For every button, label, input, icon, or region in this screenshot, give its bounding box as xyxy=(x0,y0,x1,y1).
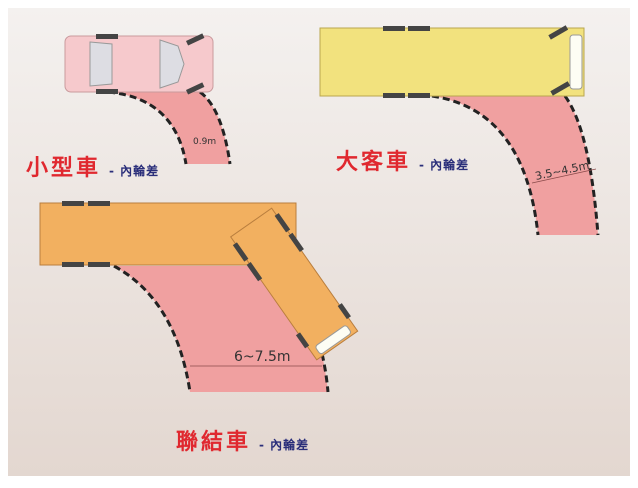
small-car-sweep-area xyxy=(108,92,230,164)
semi-measure: 6~7.5m xyxy=(234,349,291,365)
bus-wheel xyxy=(550,81,571,96)
bus-title: 大客車 - 內輪差 xyxy=(336,144,469,176)
semi-group: 6~7.5m xyxy=(39,201,359,393)
bus-name: 大客車 xyxy=(336,150,412,175)
bus-wheel xyxy=(383,93,405,98)
semi-front-wheel-path xyxy=(260,236,330,393)
semi-tractor-wheel xyxy=(274,213,291,233)
semi-name: 聯結車 xyxy=(176,430,252,455)
small-car-title: 小型車 - 內輪差 xyxy=(26,150,159,182)
bus-windshield xyxy=(569,34,583,90)
bus-subtitle: - 內輪差 xyxy=(419,158,470,172)
small-car-rear-window xyxy=(89,41,113,87)
bus-wheel xyxy=(548,25,569,40)
small-car-wheel xyxy=(185,82,205,95)
small-car-rear-wheel-path xyxy=(107,90,188,165)
small-car-subtitle: - 內輪差 xyxy=(109,164,160,178)
bus-wheel xyxy=(383,26,405,31)
semi-tractor-wheel xyxy=(232,242,249,262)
semi-trailer-wheel xyxy=(62,262,84,267)
semi-tractor-wheel xyxy=(246,261,263,282)
bus-body xyxy=(319,27,585,97)
semi-title: 聯結車 - 內輪差 xyxy=(176,424,309,456)
small-car-measure: 0.9m xyxy=(193,137,216,147)
semi-tractor-body xyxy=(230,207,359,361)
small-car-wheel xyxy=(96,34,118,39)
small-car-name: 小型車 xyxy=(26,156,102,181)
semi-tractor-wheel xyxy=(337,303,351,320)
small-car-front-wheel-path xyxy=(199,90,232,165)
bus-group: 3.5~4.5m xyxy=(319,25,600,236)
bus-rear-wheel-path xyxy=(431,94,540,236)
semi-rear-wheel-path xyxy=(113,264,192,393)
bus-measure-line xyxy=(531,168,597,184)
semi-tractor xyxy=(230,207,359,361)
bus-front-wheel-path xyxy=(563,95,600,236)
small-car-wheel xyxy=(185,33,205,46)
semi-trailer-wheel xyxy=(88,201,110,206)
semi-tractor-wheel xyxy=(288,232,304,252)
bus-wheel xyxy=(408,26,430,31)
semi-tractor-windshield xyxy=(315,325,351,355)
small-car-body xyxy=(64,35,214,93)
semi-subtitle: - 內輪差 xyxy=(259,438,310,452)
semi-tractor-wheel xyxy=(295,332,310,349)
bus-wheel xyxy=(408,93,430,98)
bus-sweep-area xyxy=(432,96,598,235)
small-car-group: 0.9m xyxy=(64,33,232,165)
small-car-wheel xyxy=(96,89,118,94)
semi-trailer-wheel xyxy=(62,201,84,206)
semi-trailer-wheel xyxy=(88,262,110,267)
small-car-windshield xyxy=(159,39,185,89)
